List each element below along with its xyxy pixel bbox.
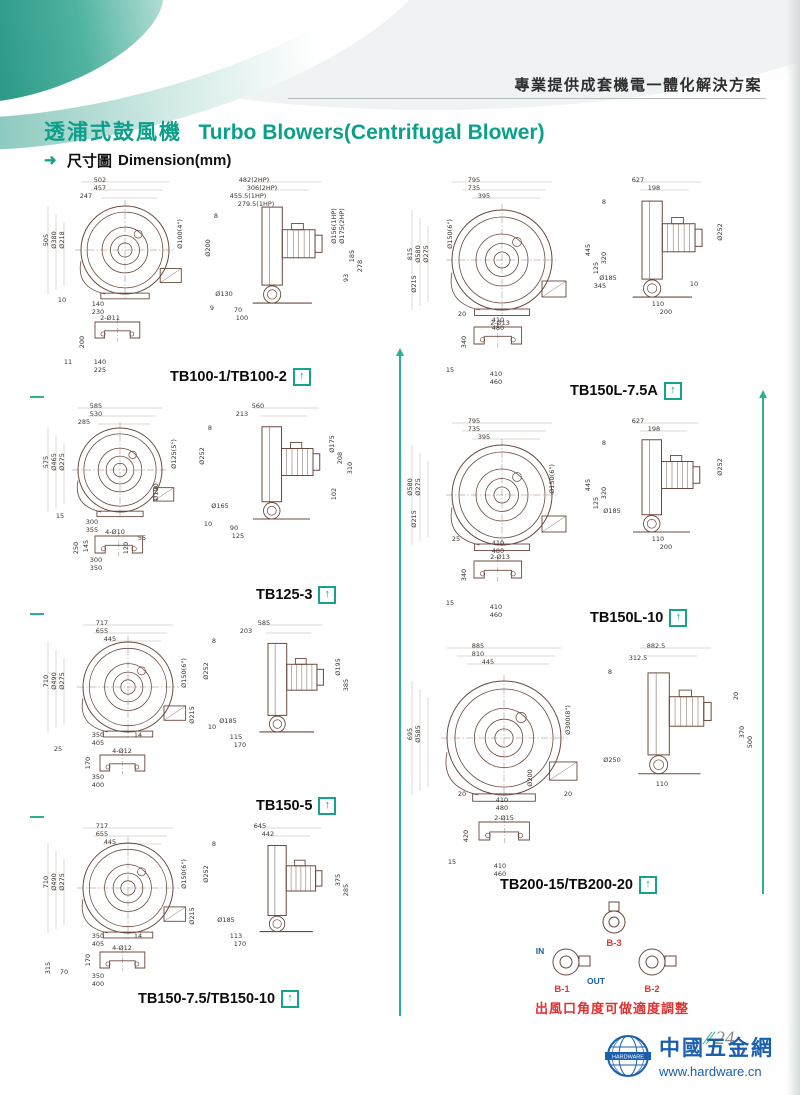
model-label-text: TB150-5 xyxy=(256,798,313,814)
model-label: TB150L-7.5A ↑ xyxy=(570,382,682,400)
model-label: TB100-1/TB100-2 ↑ xyxy=(170,368,311,386)
header-tagline: 專業提供成套機電一體化解決方案 xyxy=(514,77,762,94)
orientation-caption: 出風口角度可做適度調整 xyxy=(534,1001,689,1016)
up-arrow-icon: ↑ xyxy=(669,609,688,627)
page-edge-shading xyxy=(786,0,800,1095)
in-label: IN xyxy=(536,946,545,956)
globe-icon: HARDWARE xyxy=(605,1034,651,1077)
blower-technical-drawing xyxy=(47,624,324,775)
column-divider-line xyxy=(396,348,404,1016)
blower-technical-drawing xyxy=(47,407,321,557)
model-label-text: TB150-7.5/TB150-10 xyxy=(138,991,276,1007)
b1-label: B-1 xyxy=(554,984,570,995)
model-label: TB150-5 ↑ xyxy=(256,797,337,815)
section-tick xyxy=(30,816,44,818)
model-label-text: TB100-1/TB100-2 xyxy=(170,369,287,385)
page-number: ∕∕24 xyxy=(706,1028,734,1050)
blower-technical-drawing xyxy=(411,422,701,582)
section-tick xyxy=(30,613,44,615)
model-label-text: TB200-15/TB200-20 xyxy=(500,877,633,893)
blower-technical-drawing xyxy=(411,181,703,348)
globe-banner-text: HARDWARE xyxy=(612,1054,644,1060)
brand-text: 中國五金網 www.hardware.cn xyxy=(659,1032,774,1079)
up-arrow-icon: ↑ xyxy=(663,382,682,400)
page-title: 透浦式鼓風機 Turbo Blowers(Centrifugal Blower) xyxy=(44,116,545,146)
blower-technical-drawing xyxy=(411,647,712,844)
arrow-right-icon: ➜ xyxy=(44,152,57,169)
blower-technical-drawing xyxy=(47,181,323,342)
title-english: Turbo Blowers(Centrifugal Blower) xyxy=(198,121,545,144)
model-label: TB125-3 ↑ xyxy=(256,586,337,604)
up-arrow-icon: ↑ xyxy=(292,368,311,386)
brand-url[interactable]: www.hardware.cn xyxy=(659,1064,762,1079)
b2-label: B-2 xyxy=(644,984,659,995)
title-chinese: 透浦式鼓風機 xyxy=(44,121,182,144)
brand-name: 中國五金網 xyxy=(659,1037,774,1060)
subtitle-chinese: 尺寸圖 xyxy=(67,153,113,170)
model-label: TB150-7.5/TB150-10 ↑ xyxy=(138,990,300,1008)
up-arrow-icon: ↑ xyxy=(318,586,337,604)
out-label: OUT xyxy=(587,976,606,986)
model-label-text: TB125-3 xyxy=(256,587,313,603)
up-arrow-icon: ↑ xyxy=(281,990,300,1008)
blower-technical-drawing xyxy=(47,827,323,972)
model-label: TB200-15/TB200-20 ↑ xyxy=(500,876,657,894)
up-arrow-icon: ↑ xyxy=(639,876,657,894)
orientation-drawing: B-3 IN OUT B-1 B-2 xyxy=(536,901,677,995)
model-label-text: TB150L-10 xyxy=(590,610,664,626)
section-tick xyxy=(30,396,44,398)
subtitle-english: Dimension(mm) xyxy=(118,152,232,169)
b3-label: B-3 xyxy=(606,938,621,949)
page-number-marks: ∕∕ xyxy=(706,1028,713,1049)
right-divider-line xyxy=(759,390,767,894)
dimension-heading: ➜ 尺寸圖 Dimension(mm) xyxy=(44,150,231,171)
up-arrow-icon: ↑ xyxy=(318,797,337,815)
header-rule xyxy=(288,98,766,99)
model-label: TB150L-10 ↑ xyxy=(590,609,688,627)
site-logo: HARDWARE 中國五金網 www.hardware.cn xyxy=(605,1032,774,1079)
orientation-diagram: B-3 IN OUT B-1 B-2 出風口角度可做適度調整 xyxy=(492,898,732,1020)
model-label-text: TB150L-7.5A xyxy=(570,383,658,399)
page-number-value: 24 xyxy=(715,1028,735,1049)
